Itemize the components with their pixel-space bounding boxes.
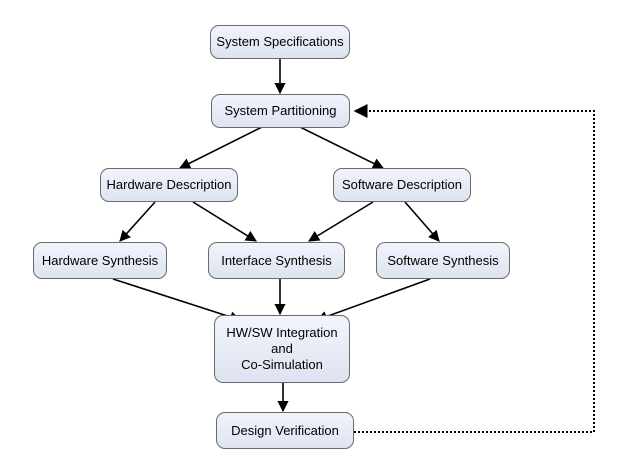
edge-sw-synthesis-to-integration xyxy=(315,278,431,322)
integration-cosimulation-node: HW/SW Integration and Co-Simulation xyxy=(214,315,350,383)
edge-hw-description-to-hw-synthesis xyxy=(119,201,156,242)
integration-line-1: HW/SW Integration xyxy=(226,325,338,340)
hardware-synthesis-node: Hardware Synthesis xyxy=(33,242,167,279)
edge-partitioning-to-hw-description xyxy=(178,126,263,169)
edge-partitioning-to-sw-description xyxy=(299,126,385,169)
edge-sw-description-to-sw-synthesis xyxy=(404,201,440,242)
hardware-description-node: Hardware Description xyxy=(100,168,238,202)
system-partitioning-node: System Partitioning xyxy=(211,94,350,128)
edge-hw-description-to-interface-synthesis xyxy=(192,201,257,242)
software-description-node: Software Description xyxy=(333,168,471,202)
system-specifications-node: System Specifications xyxy=(210,25,350,59)
integration-line-3: Co-Simulation xyxy=(241,357,323,372)
design-verification-node: Design Verification xyxy=(216,412,354,449)
software-synthesis-node: Software Synthesis xyxy=(376,242,510,279)
feedback-edge-verification-to-partitioning xyxy=(353,104,595,433)
interface-synthesis-node: Interface Synthesis xyxy=(208,242,345,279)
integration-line-2: and xyxy=(271,341,293,356)
edge-hw-synthesis-to-integration xyxy=(112,278,242,323)
edge-sw-description-to-interface-synthesis xyxy=(308,201,374,242)
